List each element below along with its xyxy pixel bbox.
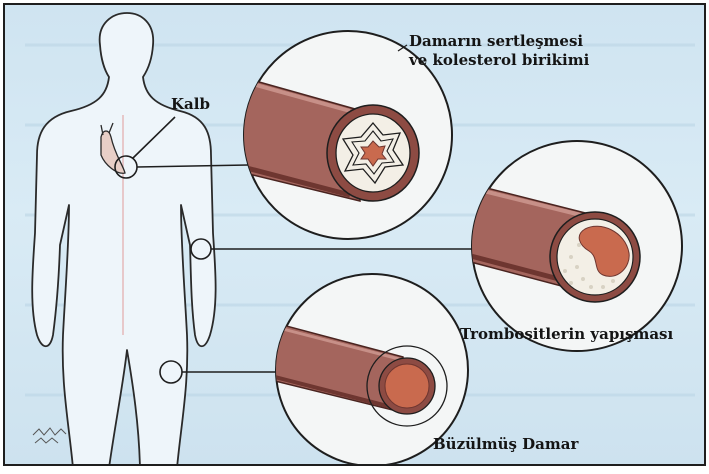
platelets-label: Trombositlerin yapışması xyxy=(460,325,673,344)
magnifier-platelets xyxy=(467,141,682,351)
hardening-label-line2: ve kolesterol birikimi xyxy=(409,51,589,70)
diagram-artwork xyxy=(5,5,706,466)
arm-marker xyxy=(191,239,211,259)
leg-marker xyxy=(160,361,182,383)
scribble-mark xyxy=(33,428,66,443)
hardening-label-line1: Damarın sertleşmesi xyxy=(409,32,589,51)
body-outline xyxy=(32,13,215,466)
hardening-label: Damarın sertleşmesi ve kolesterol biriki… xyxy=(409,32,589,70)
diagram-frame: Kalb Damarın sertleşmesi ve kolesterol b… xyxy=(3,3,706,466)
constricted-label: Büzülmüş Damar xyxy=(433,435,578,454)
heart-label: Kalb xyxy=(171,95,210,114)
